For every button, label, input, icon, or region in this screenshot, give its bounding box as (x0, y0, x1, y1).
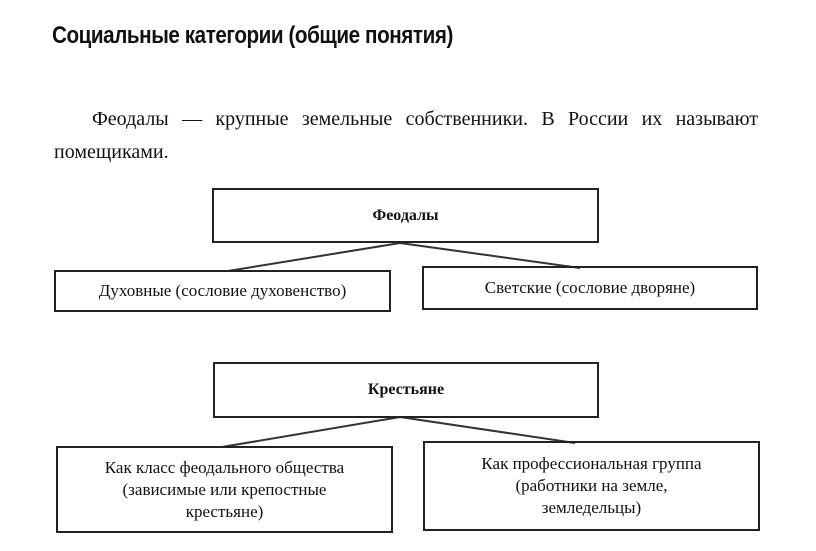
page-title: Социальные категории (общие понятия) (52, 22, 453, 49)
connector-feudals-secular (399, 242, 581, 269)
intro-paragraph: Феодалы — крупные земельные собственники… (54, 108, 758, 163)
peasants-professional-box: Как профессиональная группа (работники н… (423, 441, 760, 531)
connector-feudals-clergy (227, 242, 401, 272)
feudals-box: Феодалы (212, 188, 599, 243)
connector-peasants-class (221, 416, 401, 448)
secular-box: Светские (сословие дворяне) (422, 266, 758, 310)
peasants-class-box: Как класс феодального общества (зависимы… (56, 446, 393, 533)
peasants-box: Крестьяне (213, 362, 599, 418)
connector-peasants-professional (399, 416, 576, 444)
clergy-box: Духовные (сословие духовенство) (54, 270, 391, 312)
